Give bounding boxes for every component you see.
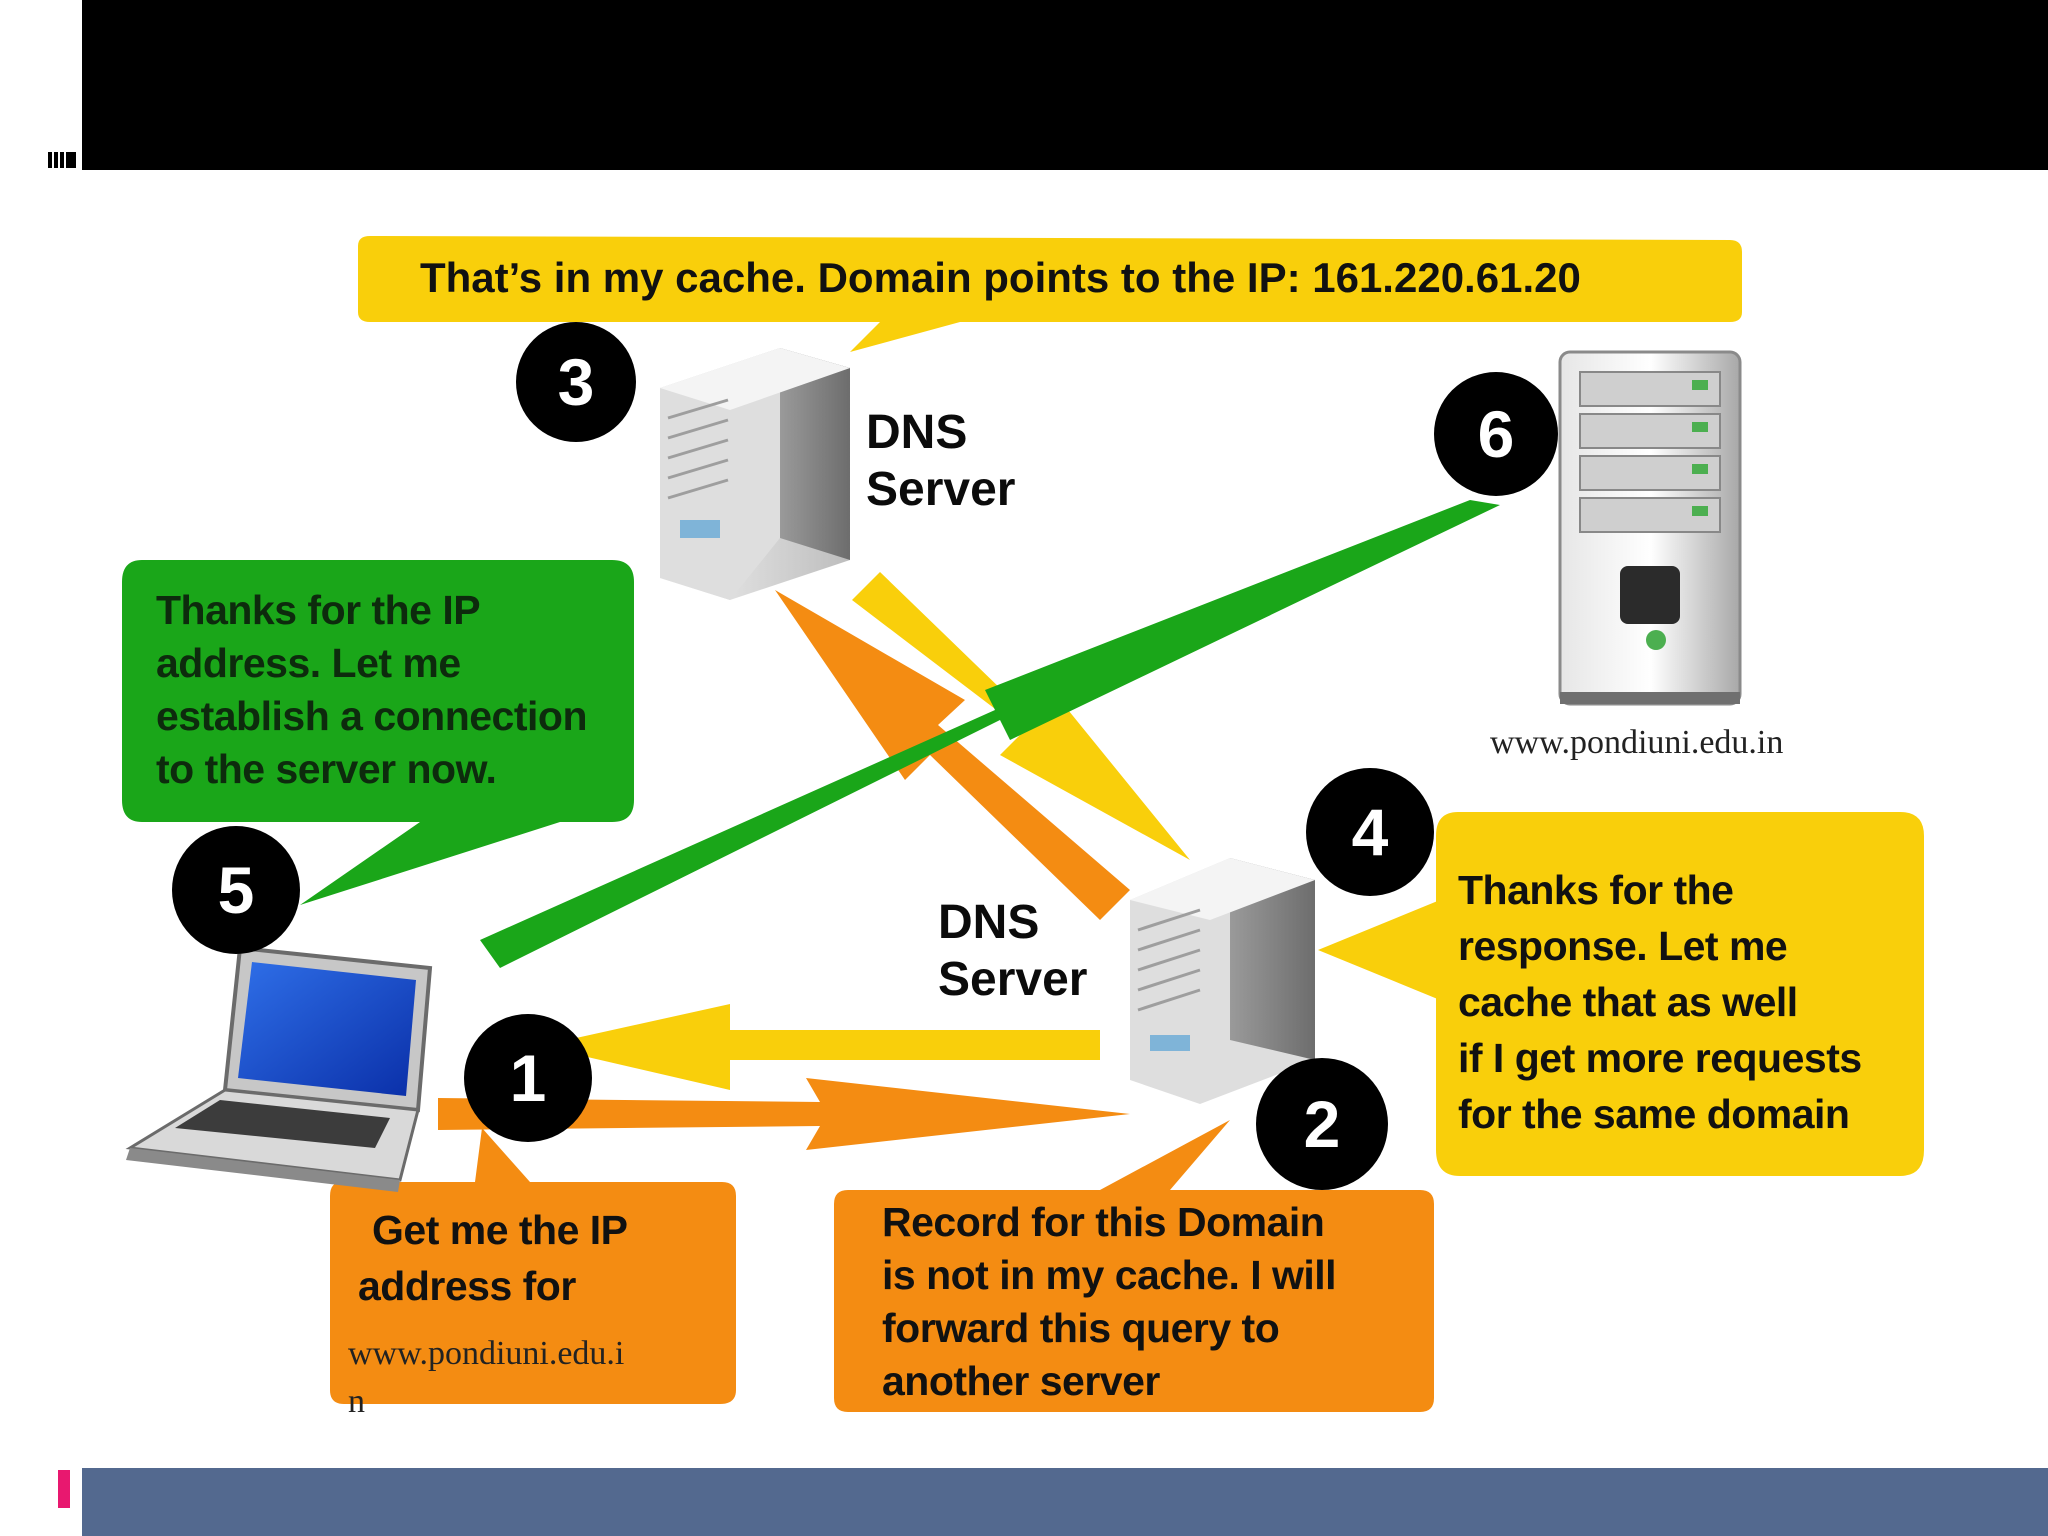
cache-hit-text: That’s in my cache. Domain points to the…: [420, 254, 1581, 301]
not-in-cache-bubble: [834, 1120, 1434, 1412]
dns-server-bottom-label: DNS Server: [938, 896, 1088, 1006]
step-circle-6: [1434, 372, 1558, 496]
response-arrow: [540, 1004, 1100, 1090]
step-circle-2: [1256, 1058, 1388, 1190]
forward-query-arrow: [775, 590, 1130, 920]
footer-bar: [82, 1468, 2048, 1536]
laptop-icon: [125, 945, 433, 1192]
step-number-1: 1: [509, 1041, 547, 1115]
slide-marker-icon: [48, 152, 80, 168]
web-server-domain-label: www.pondiuni.edu.in: [1490, 724, 1784, 761]
dns-server-bottom-icon: [1130, 858, 1315, 1104]
web-server-icon: [1558, 350, 1742, 706]
connection-arrow: [480, 500, 1500, 968]
dns-server-top-label: DNS Server: [866, 406, 1016, 516]
accent-marker: [58, 1470, 70, 1508]
step-number-5: 5: [217, 853, 255, 927]
title-bar: [82, 0, 2048, 170]
step-circle-4: [1306, 768, 1434, 896]
step-circle-5: [172, 826, 300, 954]
step-circle-1: [464, 1014, 592, 1142]
dns-server-top-icon: [660, 348, 850, 600]
step-number-2: 2: [1303, 1087, 1341, 1161]
thanks-ip-text: Thanks for the IP address. Let me establ…: [156, 587, 588, 792]
get-ip-domain-text: www.pondiuni.edu.i n: [348, 1335, 625, 1420]
step-number-6: 6: [1477, 397, 1515, 471]
step-number-4: 4: [1351, 795, 1389, 869]
not-in-cache-text: Record for this Domain is not in my cach…: [882, 1199, 1337, 1404]
step-number-3: 3: [557, 345, 595, 419]
thanks-response-text: Thanks for the response. Let me cache th…: [1458, 867, 1862, 1137]
get-ip-text-line2: address for: [358, 1263, 576, 1309]
thanks-response-bubble: [1330, 812, 1924, 1176]
thanks-ip-bubble: [122, 560, 634, 905]
step-circle-3: [516, 322, 636, 442]
get-ip-bubble: [330, 1128, 736, 1404]
get-ip-text-line1: Get me the IP: [372, 1207, 628, 1253]
cache-hit-bubble: [358, 236, 1742, 352]
request-arrow: [438, 1078, 1130, 1150]
